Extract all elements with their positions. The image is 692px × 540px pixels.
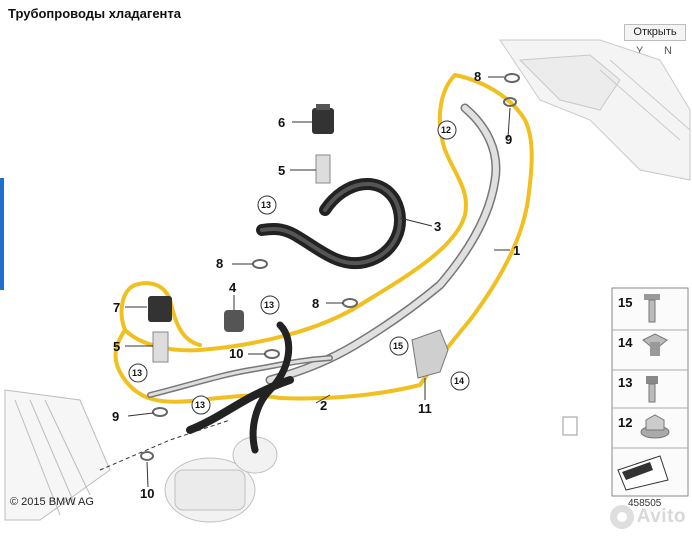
nut-cage-icon [642, 333, 668, 356]
avito-logo-icon [609, 504, 634, 529]
pipe-part-1 [265, 103, 501, 385]
callout-7: 7 [113, 300, 120, 315]
condenser-drawing [4, 389, 111, 521]
engine-bay-drawing [499, 39, 691, 181]
callout-12-circle: 12 [437, 120, 457, 140]
svg-text:13: 13 [195, 400, 205, 410]
sensor-4 [224, 310, 244, 332]
callout-8-right: 8 [312, 296, 319, 311]
callout-10-bottom: 10 [140, 486, 154, 501]
flange-nut-icon [640, 414, 670, 439]
hose-part-3 [256, 178, 406, 270]
compressor-drawing [164, 436, 278, 523]
callout-9-top: 9 [505, 132, 512, 147]
callout-14-circle: 14 [450, 371, 470, 391]
svg-text:14: 14 [454, 376, 464, 386]
callout-8-top: 8 [474, 69, 481, 84]
callout-13-upper: 13 [257, 195, 277, 215]
selection-bar [0, 178, 4, 290]
column-n-label: N [664, 45, 672, 57]
callout-13-left: 13 [128, 363, 148, 383]
watermark-text: Avito [636, 506, 686, 527]
blank-marker [562, 416, 578, 436]
svg-text:12: 12 [441, 125, 451, 135]
legend-number-12: 12 [618, 415, 632, 430]
legend-number-15: 15 [618, 295, 632, 310]
callout-15-circle: 15 [389, 336, 409, 356]
screw-icon [646, 376, 658, 403]
figure-number: 458505 [628, 498, 662, 509]
callout-6: 6 [278, 115, 285, 130]
callout-5-left: 5 [113, 339, 120, 354]
highlight-outline [113, 73, 534, 404]
callout-2: 2 [320, 398, 327, 413]
legend-box: 15 14 13 12 [611, 287, 689, 497]
open-button[interactable]: Открыть [624, 24, 686, 41]
page-title: Трубопроводы хладагента [8, 6, 181, 21]
legend-number-14: 14 [618, 335, 633, 350]
callout-3: 3 [434, 219, 441, 234]
valve-5 [315, 154, 331, 184]
valve-cap-6 [312, 104, 334, 134]
svg-text:13: 13 [261, 200, 271, 210]
callout-4: 4 [229, 280, 237, 295]
callout-11: 11 [418, 401, 432, 416]
callout-9-left: 9 [112, 409, 119, 424]
watermark: Avito [586, 500, 686, 534]
seal-rings [140, 73, 520, 461]
callout-13-lower: 13 [191, 395, 211, 415]
svg-text:13: 13 [132, 368, 142, 378]
bolt-icon [644, 294, 660, 323]
bracket-11 [411, 329, 449, 379]
callout-10-mid: 10 [229, 346, 243, 361]
pipe-part-2 [147, 321, 333, 454]
legend-number-13: 13 [618, 375, 632, 390]
arrow-icon [617, 455, 669, 491]
column-y-label: Y [636, 45, 644, 57]
valve-5b [152, 331, 169, 363]
valve-cap-7 [148, 296, 172, 322]
svg-text:13: 13 [264, 300, 274, 310]
copyright-text: © 2015 BMW AG [10, 496, 94, 508]
callout-13-middle: 13 [260, 295, 280, 315]
svg-text:15: 15 [393, 341, 403, 351]
callout-8-mid: 8 [216, 256, 223, 271]
callout-1: 1 [513, 243, 520, 258]
callout-5: 5 [278, 163, 285, 178]
leader-lines [99, 76, 511, 488]
